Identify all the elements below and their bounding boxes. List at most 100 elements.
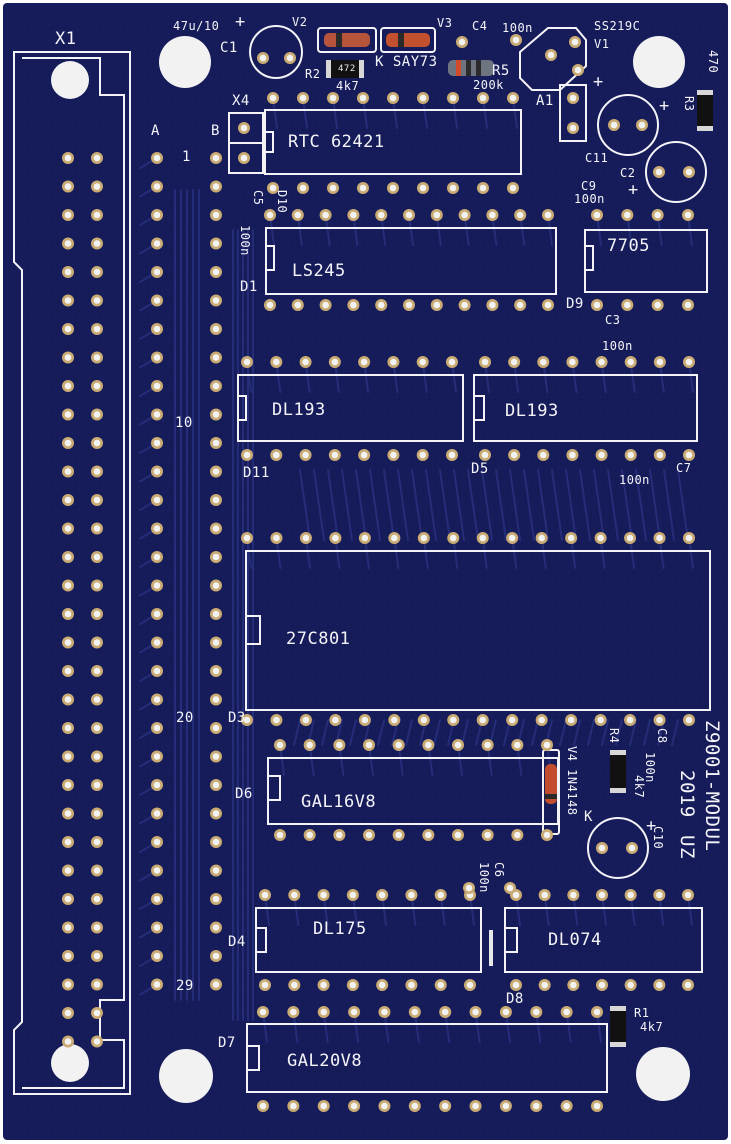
solder-pad xyxy=(270,449,283,461)
solder-pad xyxy=(91,779,103,791)
solder-pad xyxy=(542,209,554,221)
solder-pad xyxy=(387,182,399,194)
solder-pad xyxy=(434,979,447,991)
solder-pad xyxy=(91,180,103,193)
solder-pad xyxy=(284,52,296,64)
col-b-label: B xyxy=(211,123,220,139)
solder-pad xyxy=(535,714,548,726)
solder-pad xyxy=(151,579,163,592)
v1-outline xyxy=(519,27,587,91)
solder-pad xyxy=(347,209,360,221)
col-a-label: A xyxy=(151,123,160,139)
solder-pad xyxy=(91,836,103,848)
row-20-label: 20 xyxy=(176,710,194,726)
solder-pad xyxy=(682,889,694,901)
row-29-label: 29 xyxy=(176,978,194,994)
x1-hole-top xyxy=(51,61,89,99)
c5-value: 100n xyxy=(238,225,252,256)
solder-pad xyxy=(151,209,163,221)
d5-label: D5 xyxy=(471,461,489,477)
solder-pad xyxy=(210,494,222,506)
r2-value: 4k7 xyxy=(336,79,360,93)
eprom-label: 27C801 xyxy=(286,629,351,649)
solder-pad xyxy=(151,722,163,734)
mount-hole-bottom-right xyxy=(636,1047,690,1101)
solder-pad xyxy=(357,182,369,194)
solder-pad xyxy=(636,119,648,131)
r1-label: R1 xyxy=(634,1006,650,1020)
solder-pad xyxy=(538,979,551,991)
solder-pad xyxy=(456,36,468,48)
solder-pad xyxy=(376,889,389,901)
solder-pad xyxy=(430,209,443,221)
solder-pad xyxy=(416,449,429,461)
row-10-label: 10 xyxy=(175,415,193,431)
solder-pad xyxy=(403,299,415,311)
solder-pad xyxy=(91,893,103,905)
solder-pad xyxy=(62,779,74,791)
solder-pad xyxy=(317,979,330,991)
solder-pad xyxy=(392,739,405,751)
solder-pad xyxy=(264,209,276,221)
solder-pad xyxy=(91,1007,103,1019)
solder-pad xyxy=(499,1006,512,1018)
ls245-label: LS245 xyxy=(292,261,346,281)
solder-pad xyxy=(595,449,608,461)
solder-pad xyxy=(91,152,103,164)
dl074-label: DL074 xyxy=(548,930,602,950)
solder-pad xyxy=(545,49,557,61)
solder-pad xyxy=(624,979,637,991)
solder-pad xyxy=(591,209,603,221)
solder-pad xyxy=(537,356,550,368)
solder-pad xyxy=(405,979,418,991)
smd-parts xyxy=(324,33,713,1047)
solder-pad xyxy=(417,182,429,194)
solder-pad xyxy=(210,779,222,791)
solder-pad xyxy=(572,64,584,76)
solder-pad xyxy=(446,449,458,461)
solder-pad xyxy=(317,889,330,901)
v2-label: V2 xyxy=(292,15,308,29)
solder-pad xyxy=(378,1006,391,1018)
a1-plus: + xyxy=(593,72,604,92)
solder-pad xyxy=(62,864,74,877)
solder-pad xyxy=(416,356,429,368)
c6-value: 100n xyxy=(477,862,491,893)
r5-value: 200k xyxy=(473,78,504,92)
solder-pad xyxy=(287,1100,300,1112)
ls245-outline xyxy=(265,227,557,295)
solder-pad xyxy=(567,122,579,134)
solder-pad xyxy=(452,829,464,841)
solder-pad xyxy=(151,237,163,250)
solder-pad xyxy=(62,978,74,991)
solder-pad xyxy=(62,693,74,706)
solder-pad xyxy=(565,532,578,544)
solder-pad xyxy=(403,209,415,221)
solder-pad xyxy=(297,182,309,194)
solder-pad xyxy=(62,522,74,535)
solder-pad xyxy=(624,532,637,544)
solder-pad xyxy=(422,739,435,751)
solder-pad xyxy=(514,209,527,221)
solder-pad xyxy=(682,299,694,311)
c2-plus: + xyxy=(628,180,639,200)
solder-pad xyxy=(538,889,551,901)
r3-value: 470 xyxy=(706,50,720,74)
solder-pad xyxy=(210,551,222,563)
solder-pad xyxy=(91,437,103,449)
mount-hole-bottom-left xyxy=(159,1049,213,1103)
solder-pad xyxy=(507,182,519,194)
solder-pad xyxy=(62,1035,74,1048)
c3-label: C3 xyxy=(605,313,621,327)
solder-pad xyxy=(653,979,666,991)
solder-pad xyxy=(151,180,163,193)
solder-pad xyxy=(408,1006,421,1018)
solder-pad xyxy=(91,978,103,991)
solder-pad xyxy=(417,92,429,104)
solder-pad xyxy=(329,714,342,726)
solder-pad xyxy=(357,92,369,104)
x4-label: X4 xyxy=(232,93,250,109)
ic7705-label: 7705 xyxy=(607,236,650,256)
solder-pad xyxy=(91,266,103,278)
dl175-outline xyxy=(255,907,482,973)
